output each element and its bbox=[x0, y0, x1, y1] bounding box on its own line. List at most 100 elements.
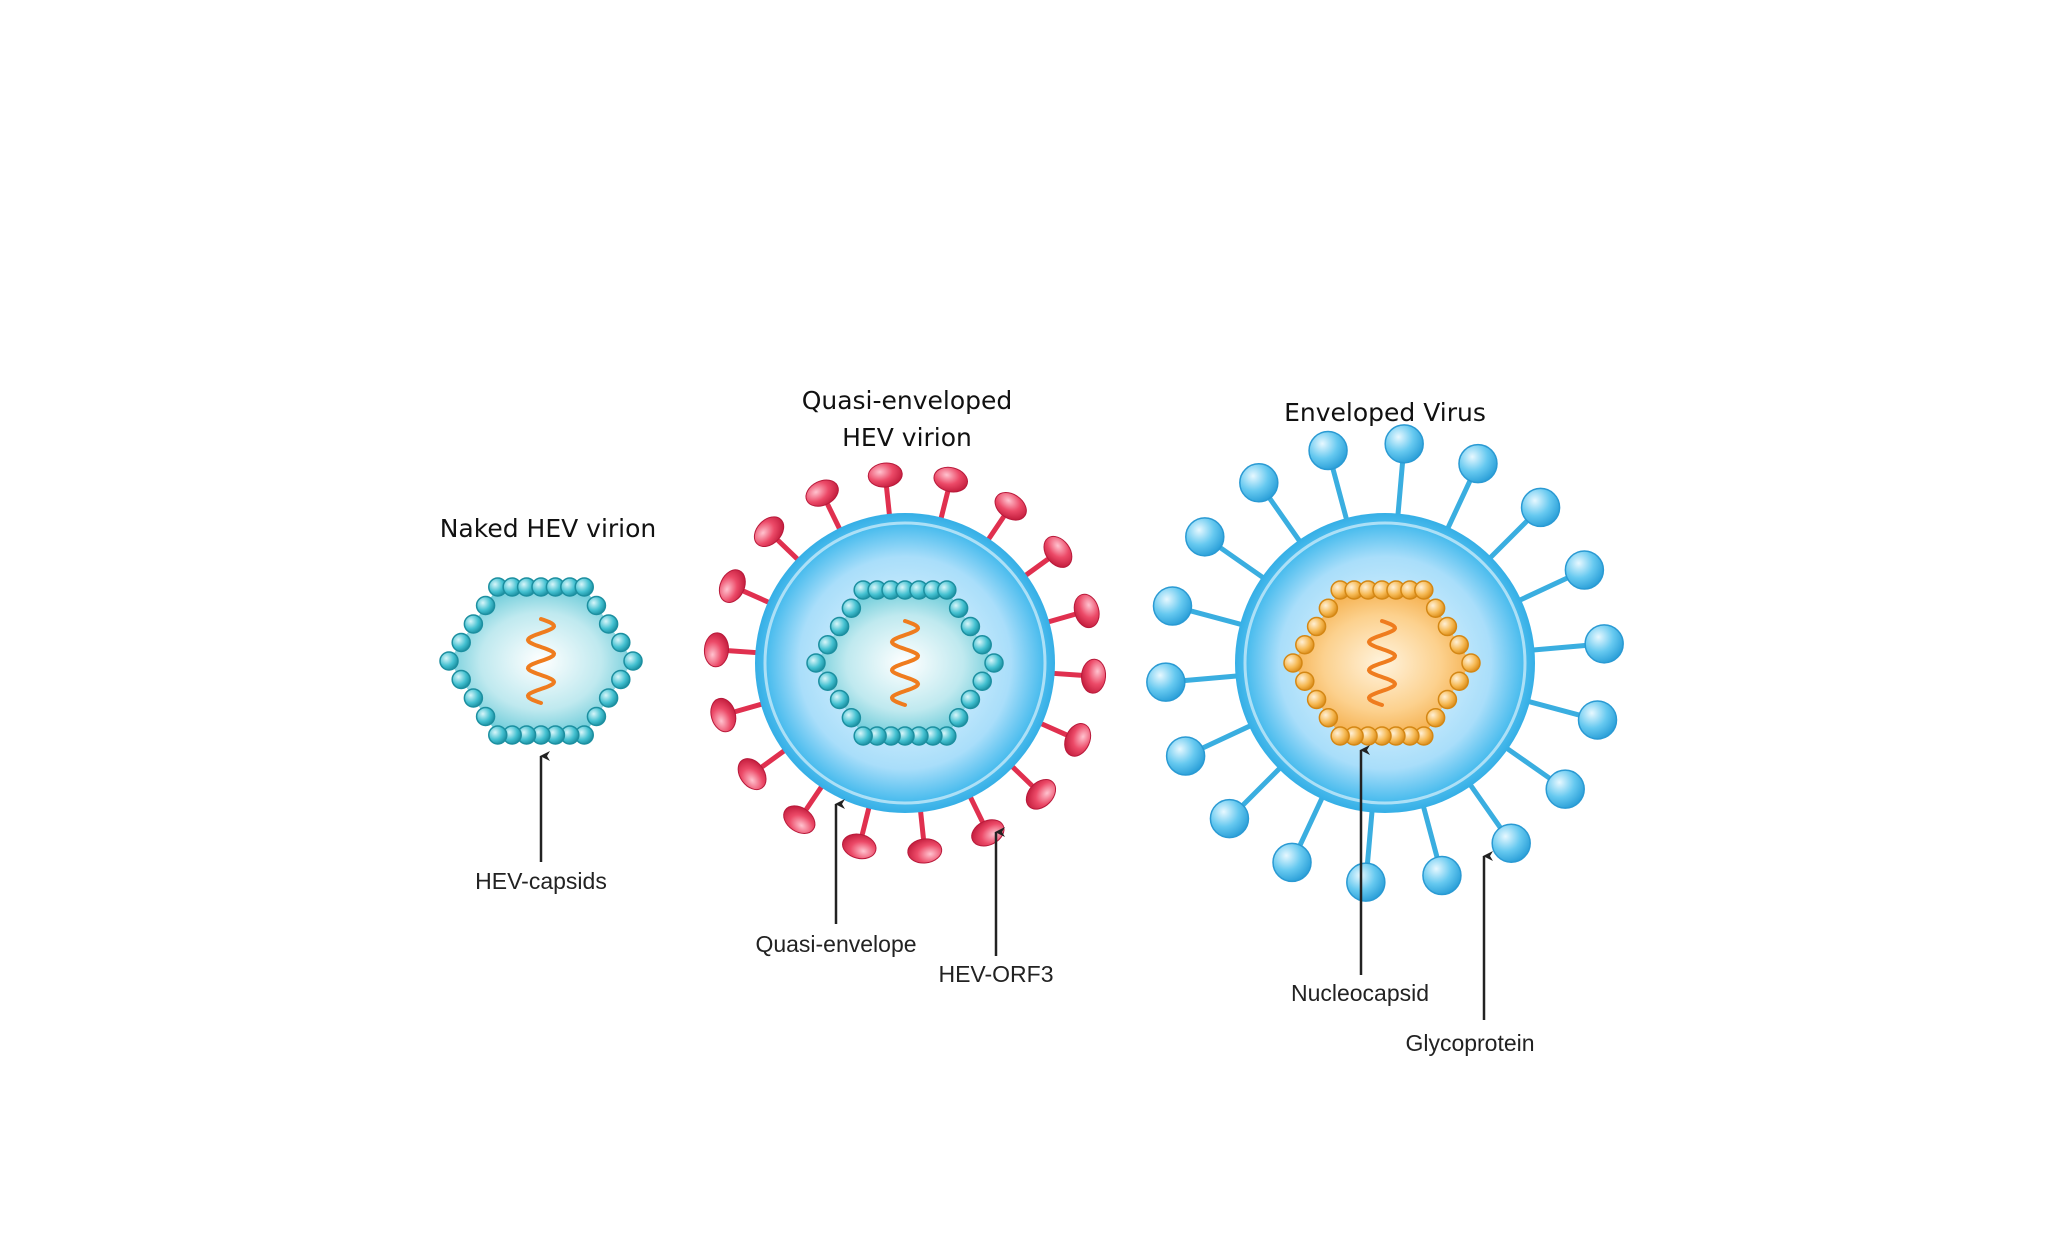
glycoprotein-spike-icon bbox=[1458, 443, 1498, 484]
glycoprotein-spike-icon bbox=[1564, 550, 1605, 590]
glycoprotein-spike-icon bbox=[1239, 463, 1279, 503]
glycoprotein-spike-icon bbox=[1272, 842, 1312, 883]
glycoprotein-stalk bbox=[1217, 544, 1268, 582]
orf3-stalk bbox=[917, 805, 926, 841]
capsid-bead bbox=[1461, 653, 1481, 673]
capsid-bead bbox=[1449, 635, 1469, 655]
glycoprotein-spikes bbox=[1146, 424, 1624, 902]
orf3-protein-icon bbox=[1081, 658, 1107, 694]
glycoprotein-stalk bbox=[1523, 698, 1583, 718]
glycoprotein-spike-icon bbox=[1152, 586, 1193, 626]
capsid-bead bbox=[948, 708, 969, 728]
orf3-stalk bbox=[1007, 761, 1035, 788]
glycoprotein-stalk bbox=[1444, 477, 1473, 534]
capsid-bead bbox=[1318, 598, 1339, 618]
capsid-bead bbox=[948, 598, 969, 618]
orf3-stalk bbox=[1035, 719, 1069, 738]
glycoprotein-stalk bbox=[1187, 608, 1247, 628]
enveloped-virus bbox=[1146, 424, 1624, 902]
capsid-bead bbox=[475, 595, 496, 616]
label-hev-orf3: HEV-ORF3 bbox=[938, 961, 1053, 987]
capsid-bead bbox=[984, 653, 1004, 673]
glycoprotein-spike-icon bbox=[1545, 769, 1585, 809]
glycoprotein-spike-icon bbox=[1491, 823, 1531, 863]
capsid-bead bbox=[1295, 635, 1315, 655]
orf3-stalk bbox=[884, 485, 893, 521]
orf3-protein-icon bbox=[994, 492, 1027, 521]
capsid-bead bbox=[960, 689, 981, 710]
capsid-bead bbox=[451, 632, 471, 653]
capsid-bead bbox=[937, 580, 957, 600]
enveloped-title: Enveloped Virus bbox=[1284, 398, 1486, 427]
capsid-bead bbox=[488, 725, 508, 745]
orf3-protein-icon bbox=[1025, 778, 1057, 810]
capsid-bead bbox=[586, 595, 607, 616]
orf3-protein-icon bbox=[971, 819, 1005, 847]
orf3-stalk bbox=[1020, 557, 1050, 580]
capsid-bead bbox=[586, 706, 607, 727]
glycoprotein-stalk bbox=[1297, 792, 1326, 849]
orf3-protein-icon bbox=[718, 569, 746, 603]
label-quasi-envelope: Quasi-envelope bbox=[755, 931, 916, 957]
glycoprotein-stalk bbox=[1466, 780, 1504, 831]
capsid-bead bbox=[818, 671, 838, 691]
capsid-bead bbox=[611, 632, 631, 653]
orf3-stalk bbox=[937, 489, 951, 524]
label-nucleocapsid: Nucleocapsid bbox=[1291, 980, 1429, 1006]
glycoprotein-stalk bbox=[1502, 744, 1553, 782]
glycoprotein-spike-icon bbox=[1346, 862, 1386, 902]
rna-strand bbox=[1366, 619, 1398, 707]
label-hev-capsids: HEV-capsids bbox=[475, 868, 607, 894]
orf3-stalk bbox=[733, 700, 768, 715]
capsid-bead bbox=[818, 635, 838, 655]
capsid-bead bbox=[623, 651, 643, 671]
orf3-stalk bbox=[966, 791, 985, 824]
capsid-bead bbox=[463, 688, 484, 708]
glycoprotein-stalk bbox=[1181, 673, 1243, 684]
naked-hev-virion bbox=[439, 577, 643, 745]
capsid-bead bbox=[972, 671, 992, 691]
capsid-bead bbox=[1437, 689, 1458, 710]
envelope-inner-ring bbox=[763, 521, 1047, 805]
capsid-bead bbox=[1414, 580, 1434, 600]
orf3-stalk bbox=[804, 781, 826, 812]
capsid-bead bbox=[1437, 616, 1458, 637]
capsid-bead bbox=[463, 614, 484, 634]
glycoprotein-stalk bbox=[1420, 801, 1440, 861]
glycoprotein-spike-icon bbox=[1185, 517, 1225, 557]
glycoprotein-spike-icon bbox=[1422, 855, 1462, 896]
capsid-bead bbox=[598, 614, 619, 634]
glycoprotein-spike-icon bbox=[1520, 487, 1561, 528]
glycoprotein-spike-icon bbox=[1165, 736, 1206, 776]
capsid-bead bbox=[439, 651, 459, 671]
orf3-protein-icon bbox=[1064, 723, 1092, 757]
orf3-stalk bbox=[775, 538, 803, 565]
capsid-bead bbox=[960, 616, 981, 637]
orf3-stalk bbox=[984, 514, 1006, 545]
orf3-protein-icon bbox=[805, 479, 839, 507]
orf3-protein-icon bbox=[753, 516, 785, 548]
orf3-stalk bbox=[726, 648, 762, 656]
glycoprotein-spike-icon bbox=[1577, 700, 1618, 740]
glycoprotein-spike-icon bbox=[1146, 662, 1186, 702]
label-glycoprotein: Glycoprotein bbox=[1405, 1030, 1534, 1056]
capsid-bead bbox=[1295, 671, 1315, 691]
glycoprotein-stalk bbox=[1514, 575, 1571, 604]
glycoprotein-spike-icon bbox=[1308, 430, 1348, 471]
orf3-stalk bbox=[825, 502, 844, 535]
quasi-title-line2: HEV virion bbox=[842, 423, 972, 452]
capsid-bead bbox=[1318, 708, 1339, 728]
capsid-bead bbox=[829, 689, 850, 710]
capsid-bead bbox=[1306, 689, 1327, 710]
glycoprotein-stalk bbox=[1485, 517, 1531, 563]
rna-strand bbox=[889, 619, 921, 707]
rna-strand bbox=[525, 617, 557, 705]
capsid-bead bbox=[1425, 598, 1446, 618]
glycoprotein-stalk bbox=[1239, 763, 1285, 809]
orf3-stalk bbox=[760, 746, 790, 769]
naked-title: Naked HEV virion bbox=[440, 514, 657, 543]
orf3-protein-icon bbox=[783, 805, 816, 834]
orf3-stalk bbox=[859, 802, 873, 837]
